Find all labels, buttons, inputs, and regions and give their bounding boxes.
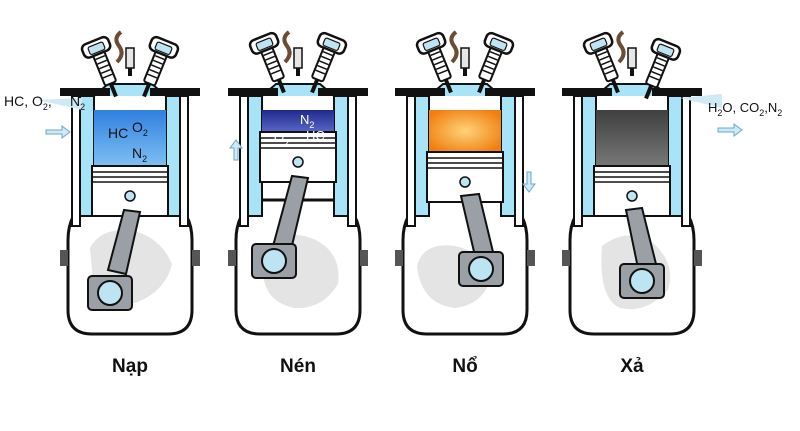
engine-power: Nổ bbox=[395, 30, 536, 377]
intake-chamber-o2: O2 bbox=[132, 119, 148, 138]
engine-compression: N2 O2 HC Nén bbox=[228, 30, 368, 377]
intake-n2-label: N2 bbox=[70, 93, 85, 112]
intake-gas-label: HC, O2, bbox=[4, 93, 52, 112]
compression-chamber-hc: HC bbox=[306, 128, 325, 143]
intake-chamber-n2: N2 bbox=[132, 145, 147, 164]
stroke-label-compression: Nén bbox=[280, 356, 316, 377]
stroke-label-exhaust: Xả bbox=[620, 356, 644, 377]
compression-chamber-o2: O2 bbox=[274, 130, 289, 148]
engine-intake: HC, O2, N2 HC O2 N2 Nạp bbox=[4, 30, 200, 377]
intake-chamber-hc: HC bbox=[108, 125, 128, 141]
exhaust-gas-label: H2O, CO2,N2 bbox=[708, 100, 782, 118]
stroke-label-intake: Nạp bbox=[112, 356, 148, 377]
stroke-label-power: Nổ bbox=[452, 356, 477, 377]
compression-chamber-n2: N2 bbox=[300, 112, 314, 130]
engine-exhaust: H2O, CO2,N2 Xả bbox=[562, 30, 782, 377]
